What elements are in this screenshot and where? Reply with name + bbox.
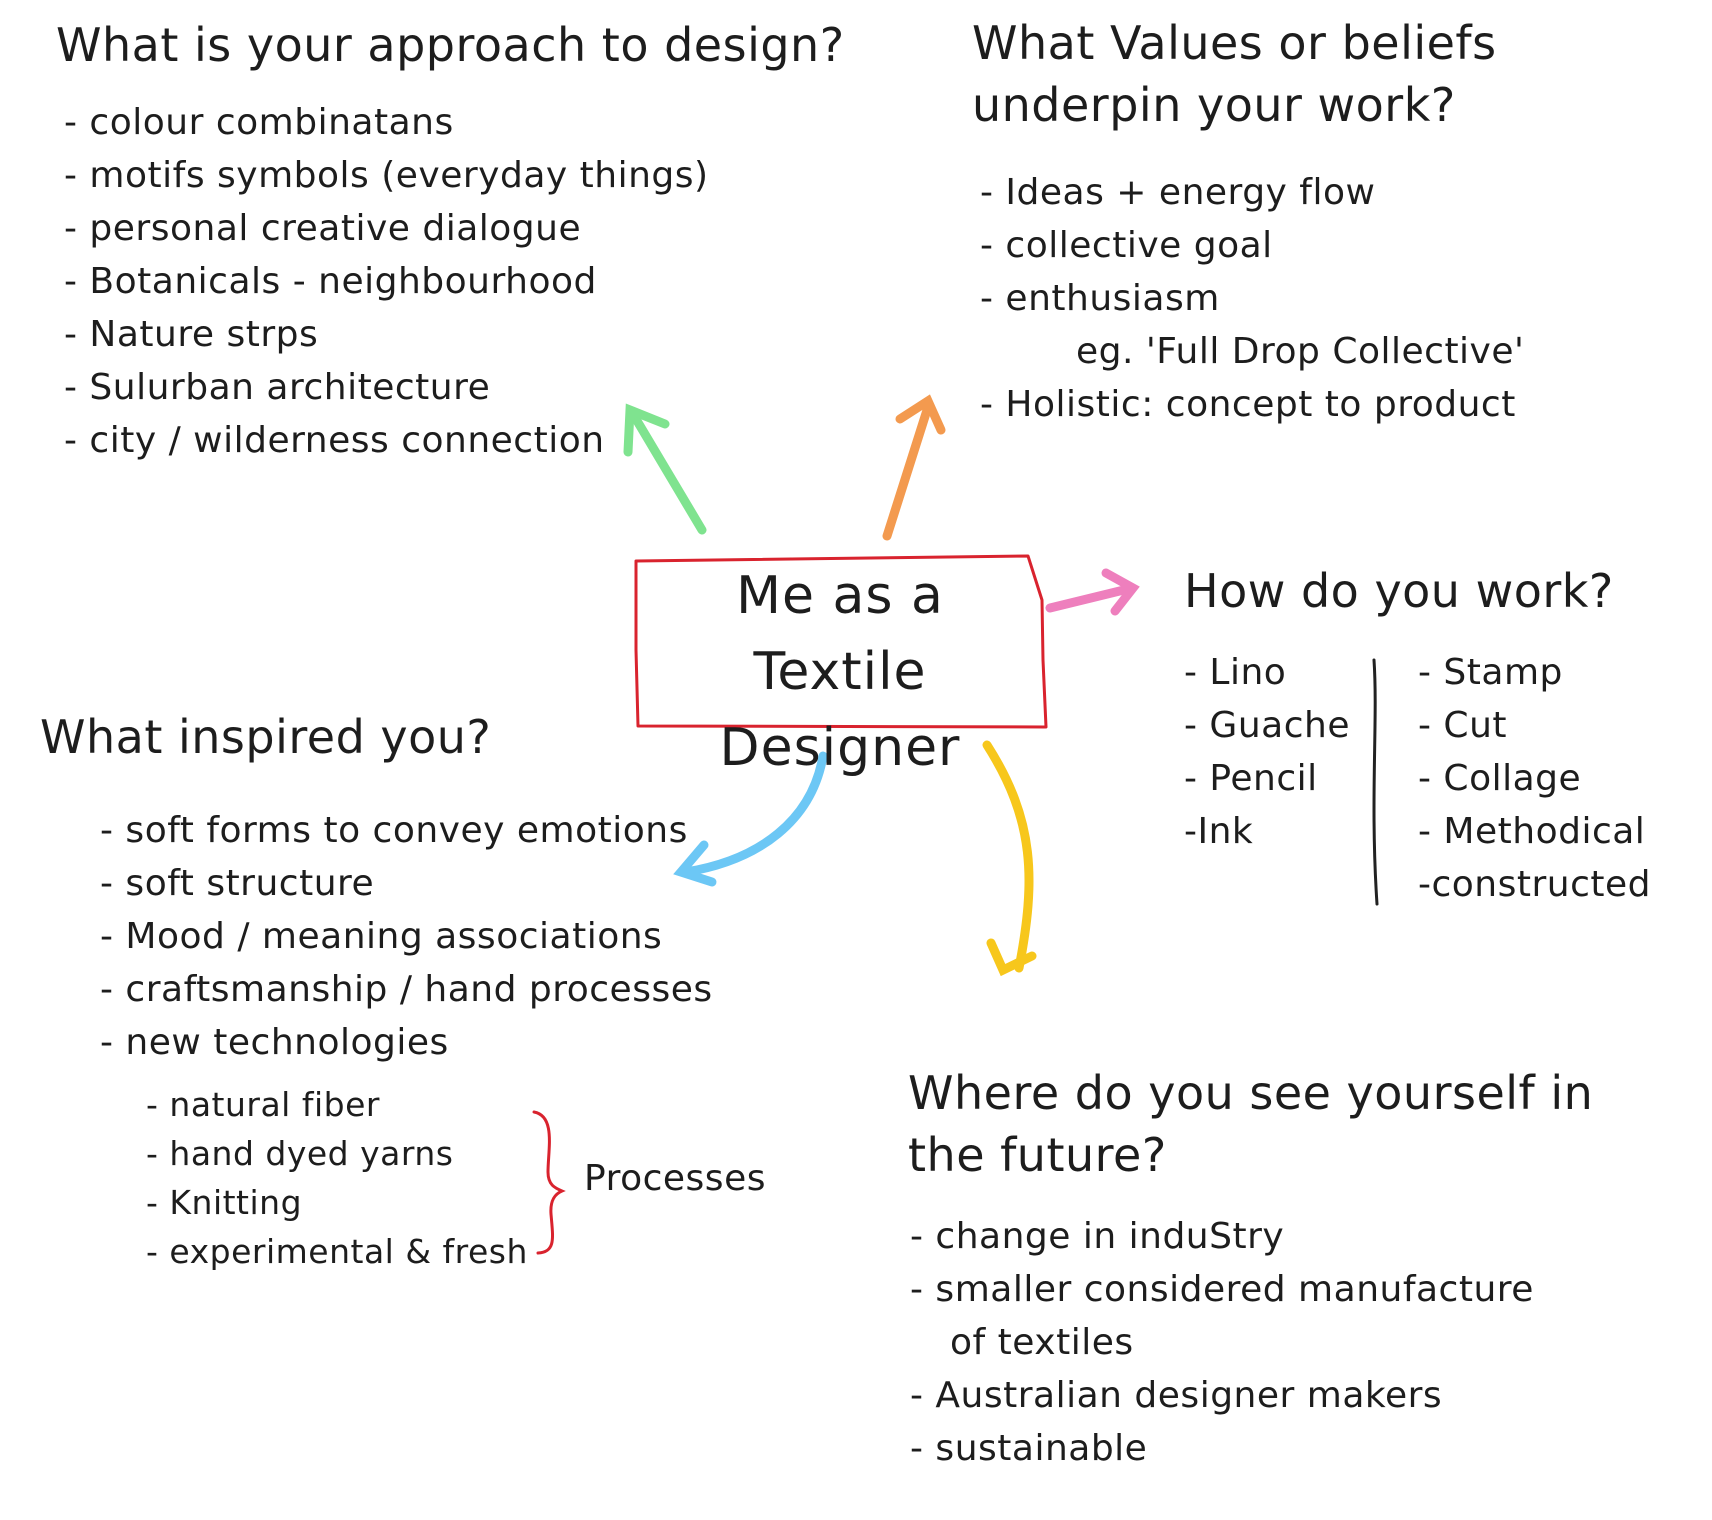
arrow-pink: [1045, 568, 1140, 616]
list-item: - Stamp: [1418, 652, 1563, 693]
list-item: - Mood / meaning associations: [100, 916, 663, 957]
future-list: - change in induStry - smaller considere…: [910, 1210, 1534, 1475]
list-item: - Guache: [1184, 705, 1350, 746]
processes-label: Processes: [584, 1158, 766, 1199]
inspired-section: What inspired you?: [40, 706, 491, 768]
approach-list: - colour combinatans - motifs symbols (e…: [64, 96, 709, 467]
list-item: - Holistic: concept to product: [980, 384, 1516, 425]
arrow-orange: [882, 394, 946, 541]
center-topic: Me as a Textile Designer: [640, 558, 1040, 786]
list-item: - Lino: [1184, 652, 1287, 693]
arrow-blue: [673, 751, 828, 887]
list-item: - craftsmanship / hand processes: [100, 969, 713, 1010]
arrow-yellow: [982, 740, 1037, 977]
inspired-processes-list: - natural fiber - hand dyed yarns - Knit…: [146, 1080, 528, 1276]
list-item: - Collage: [1418, 758, 1582, 799]
values-title-line1: What Values or beliefs: [972, 16, 1497, 70]
future-section: Where do you see yourself in the future?: [908, 1062, 1593, 1186]
list-item: - hand dyed yarns: [146, 1134, 454, 1173]
list-item: - Ideas + energy flow: [980, 172, 1376, 213]
values-title-line2: underpin your work?: [972, 78, 1456, 132]
list-item: - smaller considered manufacture: [910, 1269, 1534, 1310]
work-section: How do you work?: [1184, 560, 1614, 622]
center-topic-line2: Textile Designer: [719, 642, 961, 778]
list-item: - Nature strps: [64, 314, 319, 355]
list-item: - soft forms to convey emotions: [100, 810, 688, 851]
list-item: -Ink: [1184, 811, 1254, 852]
list-item: - personal creative dialogue: [64, 208, 582, 249]
list-item: - soft structure: [100, 863, 375, 904]
values-list: - Ideas + energy flow - collective goal …: [980, 166, 1524, 431]
list-item: - experimental & fresh: [146, 1232, 528, 1271]
center-topic-line1: Me as a: [736, 566, 944, 626]
list-item: - Knitting: [146, 1183, 303, 1222]
list-item: - Australian designer makers: [910, 1375, 1443, 1416]
values-section: What Values or beliefs underpin your wor…: [972, 12, 1497, 136]
list-item-continuation: of textiles: [950, 1322, 1134, 1363]
work-tools-list: - Lino - Guache - Pencil -Ink: [1184, 646, 1350, 858]
work-divider-line: [1372, 658, 1379, 906]
list-item: - Pencil: [1184, 758, 1318, 799]
list-item: - natural fiber: [146, 1085, 380, 1124]
list-item: - Botanicals - neighbourhood: [64, 261, 597, 302]
list-item: - colour combinatans: [64, 102, 454, 143]
list-item-example: eg. 'Full Drop Collective': [1076, 331, 1525, 372]
list-item: - collective goal: [980, 225, 1273, 266]
inspired-title: What inspired you?: [40, 710, 492, 764]
work-methods-list: - Stamp - Cut - Collage - Methodical -co…: [1418, 646, 1651, 911]
list-item: - motifs symbols (everyday things): [64, 155, 709, 196]
approach-section: What is your approach to design?: [56, 14, 845, 76]
list-item: - new technologies: [100, 1022, 449, 1063]
list-item: - change in induStry: [910, 1216, 1285, 1257]
approach-title: What is your approach to design?: [56, 18, 845, 72]
list-item: - Methodical: [1418, 811, 1646, 852]
center-box-outline: [634, 554, 1048, 729]
list-item: - enthusiasm: [980, 278, 1220, 319]
list-item: - Cut: [1418, 705, 1508, 746]
future-title-line1: Where do you see yourself in: [908, 1066, 1594, 1120]
inspired-list: - soft forms to convey emotions - soft s…: [100, 804, 713, 1069]
list-item: -constructed: [1418, 864, 1652, 905]
arrow-green: [623, 403, 707, 535]
list-item: - Sulurban architecture: [64, 367, 491, 408]
list-item: - city / wilderness connection: [64, 420, 605, 461]
future-title-line2: the future?: [908, 1128, 1167, 1182]
processes-brace: [532, 1110, 566, 1255]
list-item: - sustainable: [910, 1428, 1148, 1469]
work-title: How do you work?: [1184, 564, 1614, 618]
